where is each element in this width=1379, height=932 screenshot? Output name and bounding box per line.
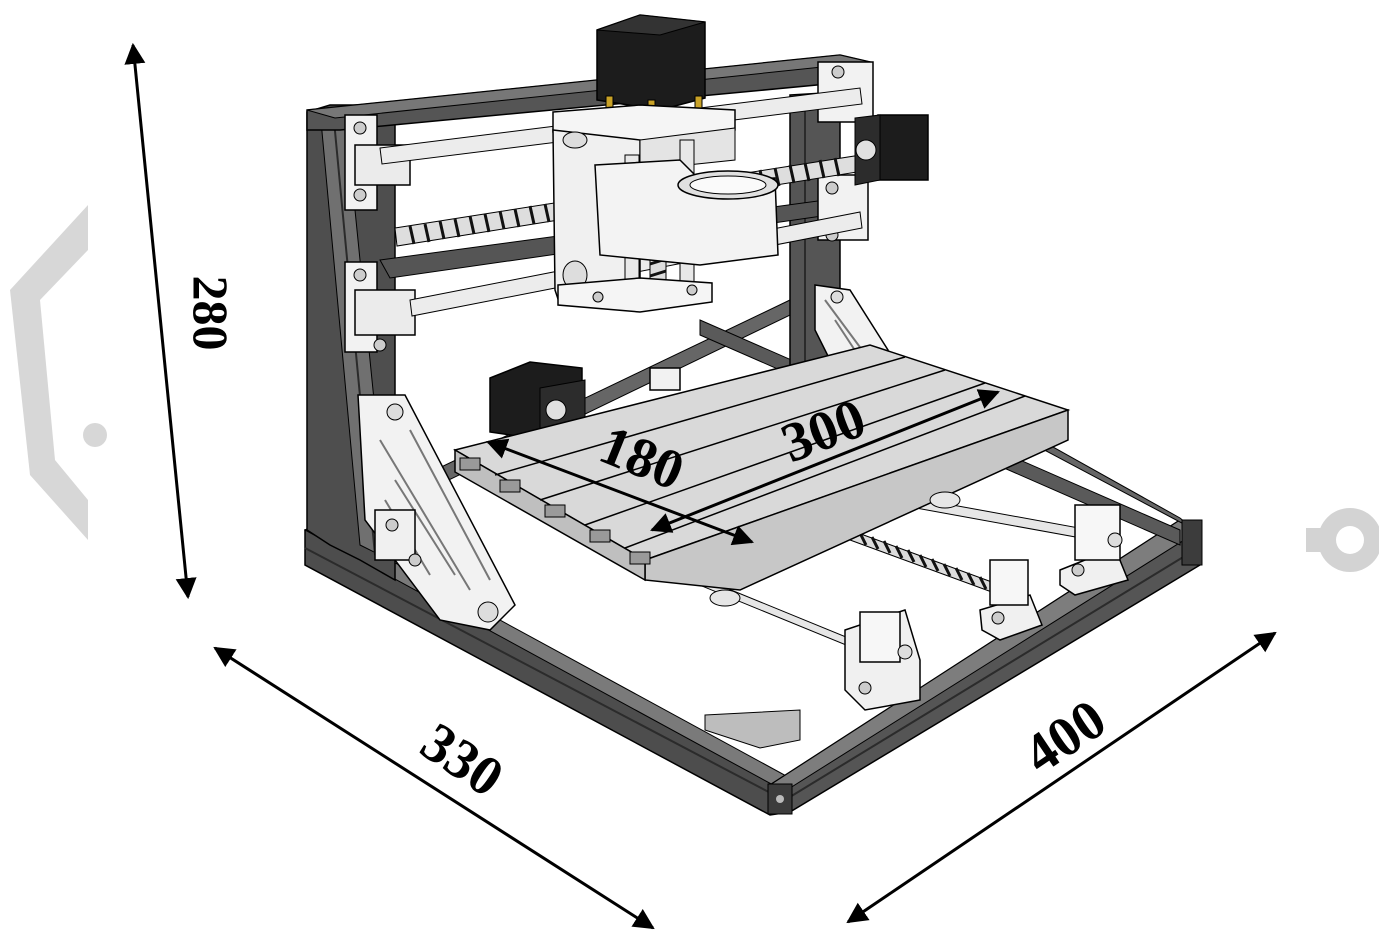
- rod-support-right: [1059, 504, 1130, 596]
- arrow-depth: [213, 646, 655, 930]
- gantry-supports: [357, 284, 889, 631]
- label-height: 280: [183, 276, 239, 351]
- rod-support-mid: [979, 559, 1043, 641]
- watermark-hexagon: [10, 205, 88, 540]
- watermark-dot: [83, 423, 107, 447]
- y-leadscrew: [849, 529, 1001, 596]
- support-left: [357, 394, 516, 631]
- z-stepper-motor: [596, 14, 706, 121]
- spindle-carriage: [552, 14, 779, 313]
- dimension-arrows: [124, 42, 1277, 930]
- rod-support-front: [844, 609, 921, 711]
- y-motor-plate: [704, 709, 801, 749]
- watermark-gear: [1306, 508, 1379, 572]
- carriage-bottom-plate: [557, 277, 713, 313]
- gantry-brackets-left: [344, 114, 416, 353]
- arrow-bed-width: [650, 389, 1000, 533]
- label-width: 400: [1013, 688, 1117, 786]
- x-stepper-motor: [854, 114, 929, 186]
- label-depth: 330: [410, 711, 514, 809]
- watermark: [10, 205, 1379, 572]
- arrow-width: [846, 631, 1277, 924]
- arrow-height: [124, 42, 197, 600]
